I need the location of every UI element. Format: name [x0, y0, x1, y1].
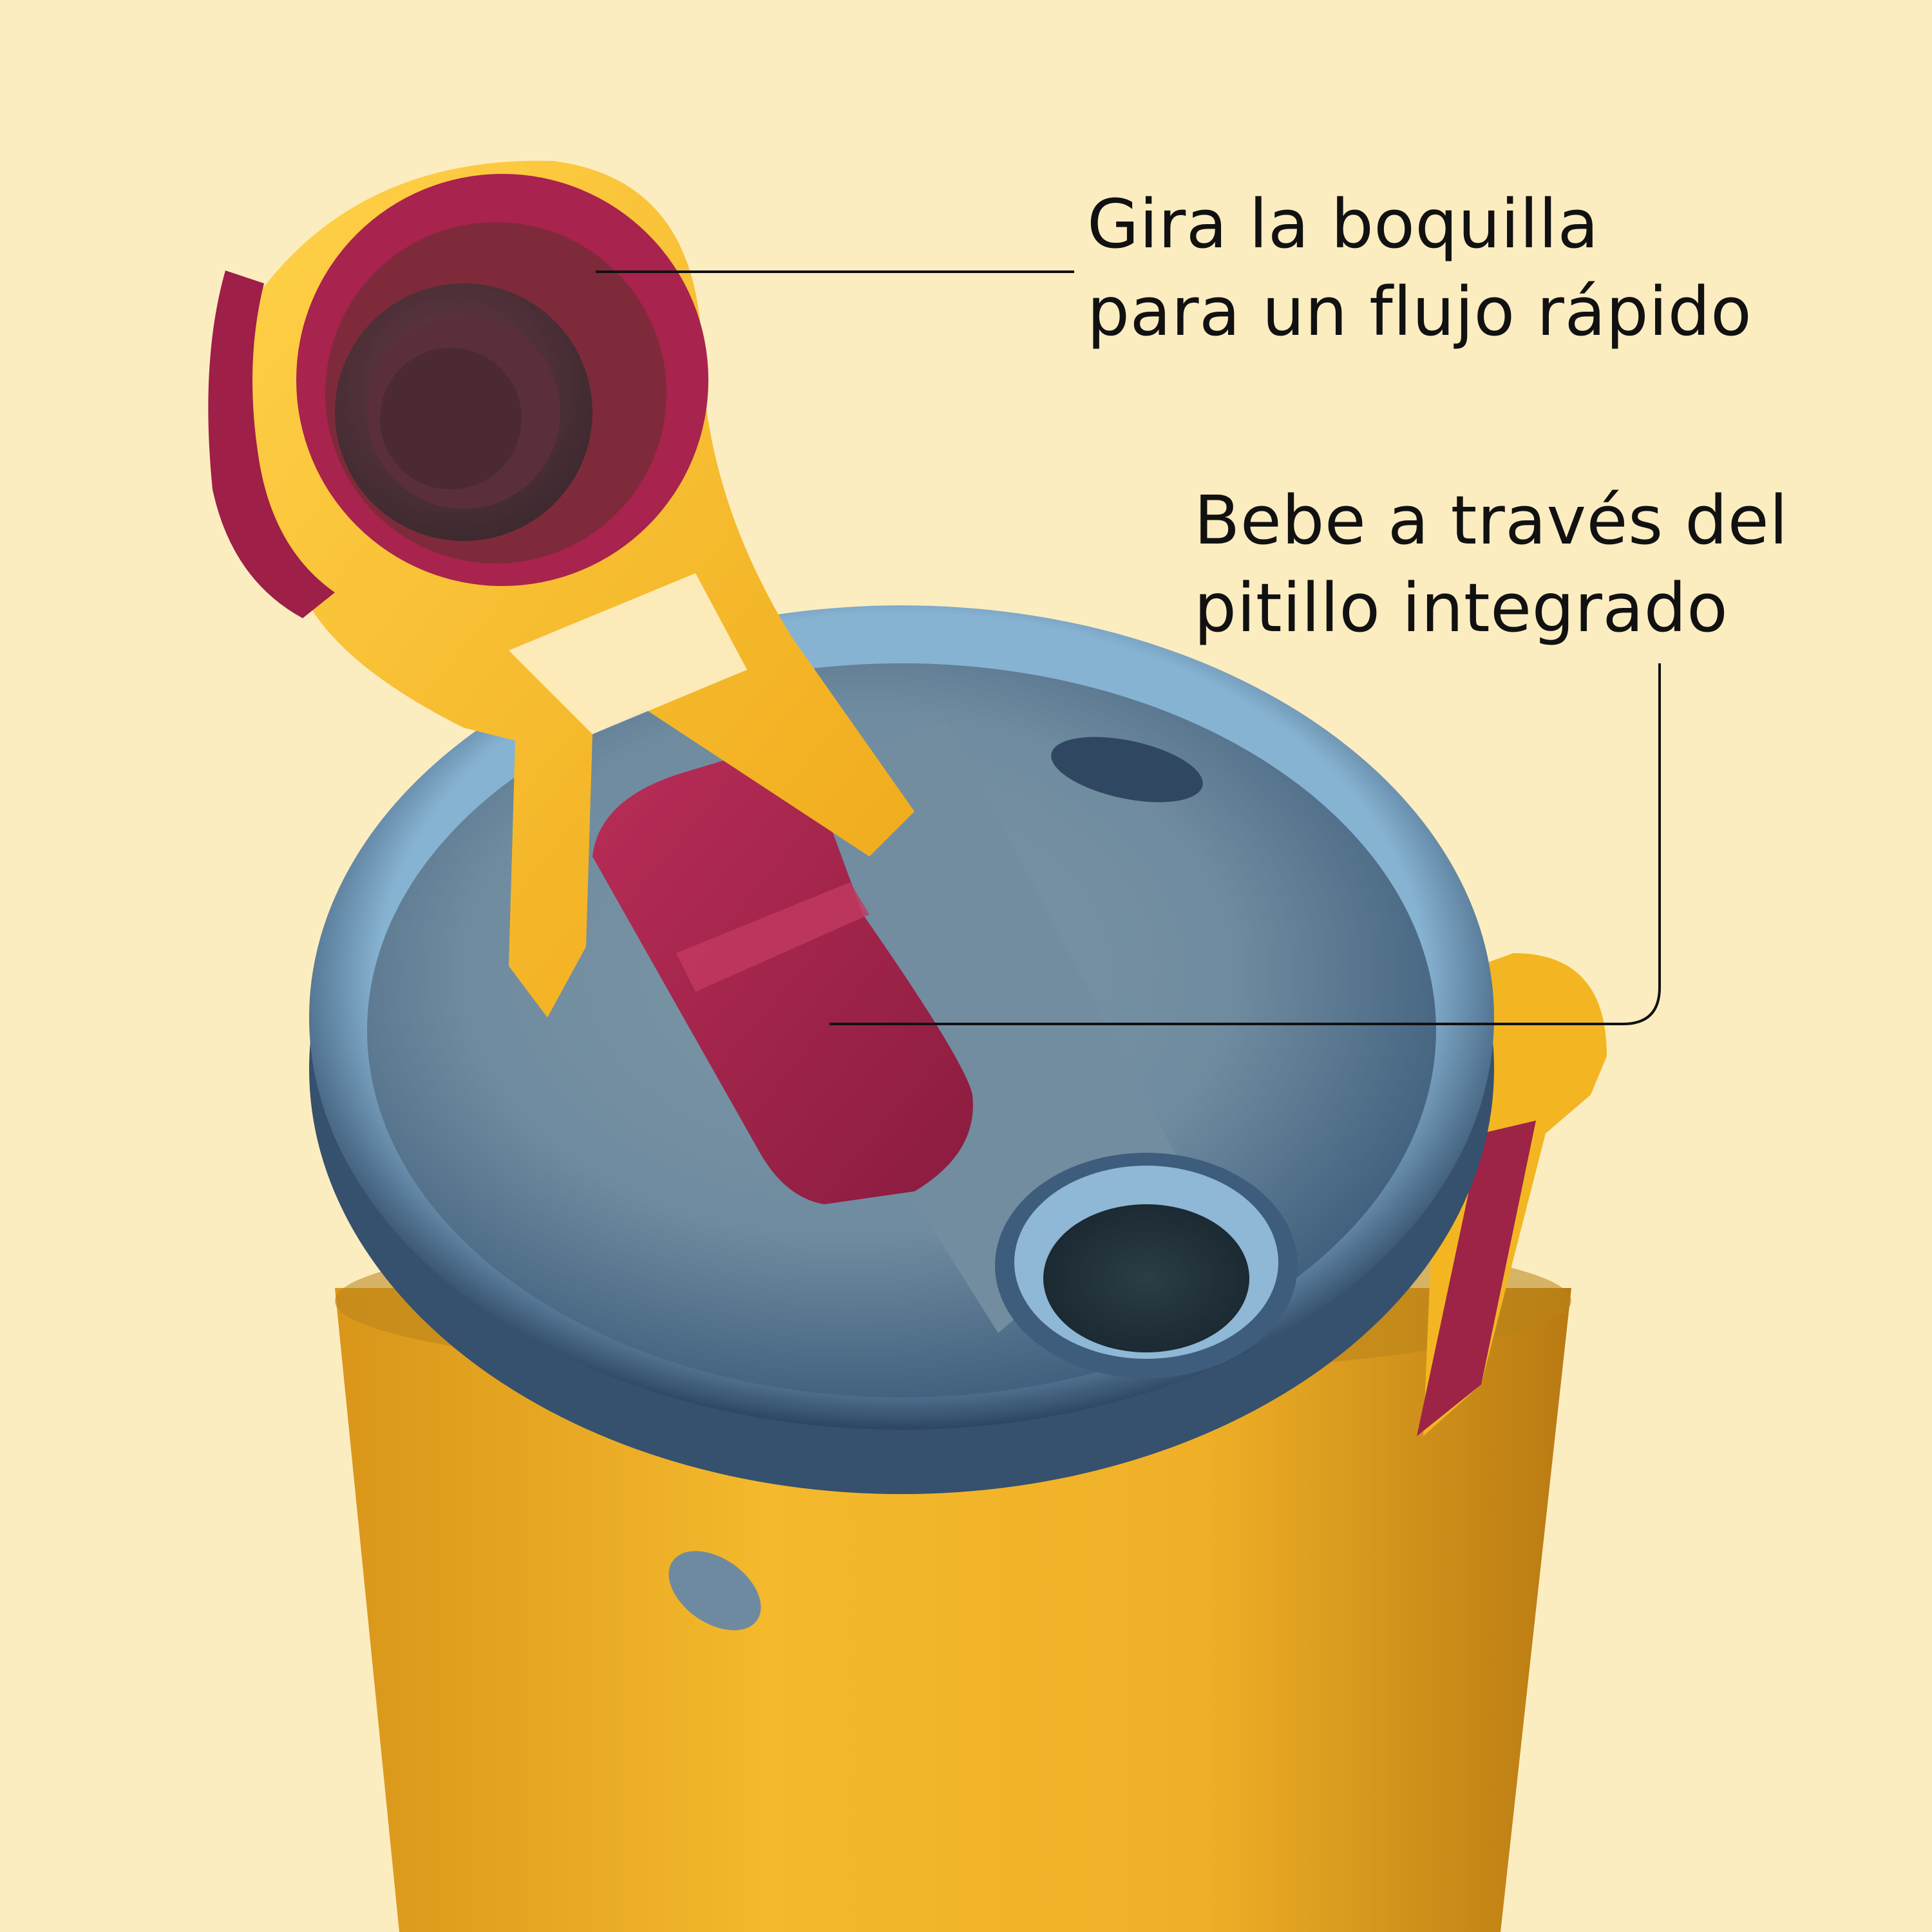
- callout-straw-line2: pitillo integrado: [1194, 569, 1728, 647]
- straw-tip: [592, 752, 973, 1204]
- cap-grip: [208, 270, 335, 618]
- callout-spout-line1: Gira la boquilla: [1087, 185, 1599, 263]
- callout-spout: Gira la boquilla para un flujo rápido: [1087, 180, 1752, 355]
- callout-straw: Bebe a través del pitillo integrado: [1194, 477, 1788, 652]
- callout-straw-line1: Bebe a través del: [1194, 481, 1788, 560]
- callout-spout-line2: para un flujo rápido: [1087, 272, 1752, 351]
